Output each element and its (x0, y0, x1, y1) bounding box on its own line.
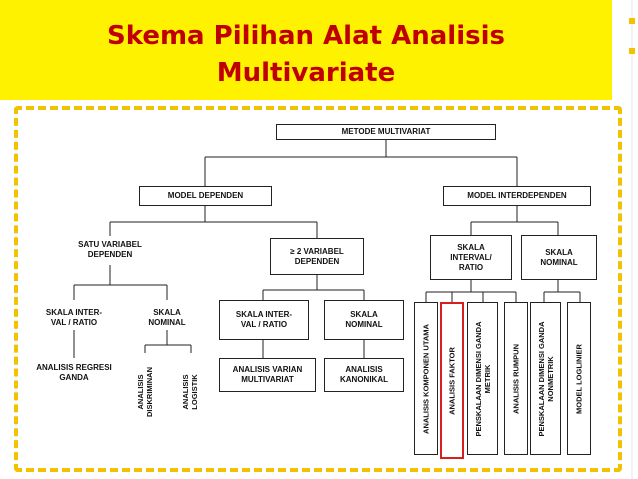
node-skala-interval-2: SKALA INTER- VAL / RATIO (219, 300, 309, 340)
node-skala-nominal-3: SKALA NOMINAL (521, 235, 597, 280)
node-analisis-rumpun: ANALISIS RUMPUN (504, 302, 528, 455)
node-skala-nominal-1: SKALA NOMINAL (148, 308, 186, 327)
node-analisis-logistik: ANALISIS LOGISTIK (181, 374, 199, 410)
diagram-frame (14, 106, 622, 472)
node-metode-multivariat: METODE MULTIVARIAT (276, 124, 496, 140)
title-banner (0, 0, 612, 100)
node-model-dependen: MODEL DEPENDEN (139, 186, 272, 206)
node-model-loglinier: MODEL LOGLINIER (567, 302, 591, 455)
komponen-label: ANALISIS KOMPONEN UTAMA (421, 323, 431, 434)
node-dua-variabel-dependen: ≥ 2 VARIABEL DEPENDEN (270, 238, 364, 275)
slide-title: Skema Pilihan Alat Analisis Multivariate (107, 21, 505, 88)
node-satu-variabel-dependen: SATU VARIABEL DEPENDEN (78, 240, 142, 259)
node-analisis-faktor: ANALISIS FAKTOR (440, 302, 464, 459)
node-model-interdependen: MODEL INTERDEPENDEN (443, 186, 591, 206)
slide-edge-marker (629, 0, 635, 479)
loglinier-label: MODEL LOGLINIER (574, 343, 584, 414)
node-analisis-kanonikal: ANALISIS KANONIKAL (324, 358, 404, 392)
node-skala-nominal-2: SKALA NOMINAL (324, 300, 404, 340)
faktor-label: ANALISIS FAKTOR (447, 346, 457, 415)
node-analisis-komponen-utama: ANALISIS KOMPONEN UTAMA (414, 302, 438, 455)
node-analisis-diskriminan: ANALISIS DISKRIMINAN (136, 367, 154, 417)
rumpun-label: ANALISIS RUMPUN (511, 343, 521, 414)
node-analisis-varian-multivariat: ANALISIS VARIAN MULTIVARIAT (219, 358, 316, 392)
node-penskalaan-dimensi-ganda-nonmetrik: PENSKALAAN DIMENSI GANDA NONMETRIK (530, 302, 561, 455)
node-penskalaan-dimensi-ganda-metrik: PENSKALAAN DIMENSI GANDA METRIK (467, 302, 498, 455)
penskalaan-nonmetrik-label: PENSKALAAN DIMENSI GANDA NONMETRIK (536, 320, 555, 437)
node-skala-interval-ratio-3: SKALA INTERVAL/ RATIO (430, 235, 512, 280)
node-skala-interval-1: SKALA INTER- VAL / RATIO (45, 308, 103, 327)
penskalaan-metrik-label: PENSKALAAN DIMENSI GANDA METRIK (473, 320, 492, 437)
node-analisis-regresi-ganda: ANALISIS REGRESI GANDA (36, 363, 112, 382)
